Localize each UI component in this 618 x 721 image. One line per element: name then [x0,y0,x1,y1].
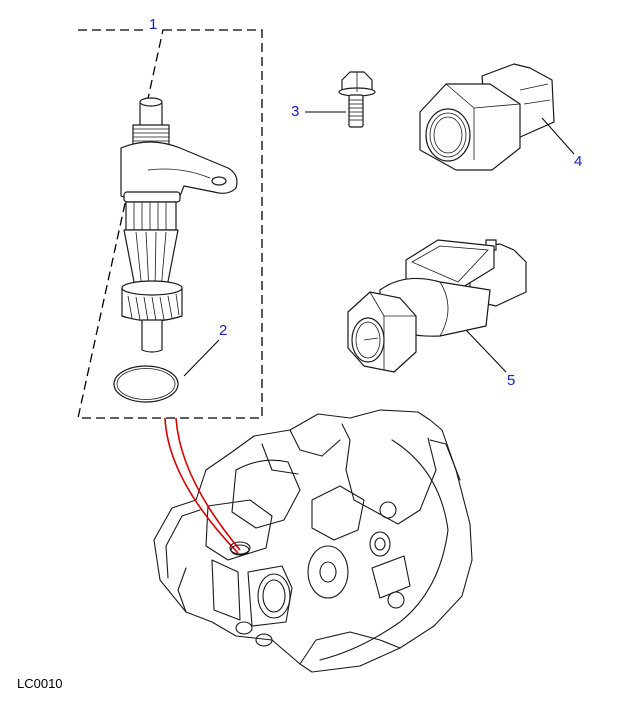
leader-5 [465,329,507,373]
callout-4: 4 [574,153,583,170]
part-3-flange-bolt[interactable] [338,71,376,128]
part-5-speed-sensor[interactable] [347,239,527,373]
callout-1: 1 [149,16,158,33]
part-4-adaptor[interactable] [419,63,555,171]
callout-5: 5 [507,372,516,389]
gearbox-casing [153,409,473,673]
installation-indicator [164,417,250,556]
leader-2 [183,339,220,377]
callout-2: 2 [219,322,228,339]
diagram-reference-code: LC0010 [17,676,63,691]
assembly-group-box [77,29,263,419]
leader-lines [183,111,575,377]
part-2-o-ring[interactable] [113,365,179,403]
leader-4 [541,117,575,155]
callout-3: 3 [291,103,300,120]
part-1-drive-pinion[interactable] [120,97,238,353]
